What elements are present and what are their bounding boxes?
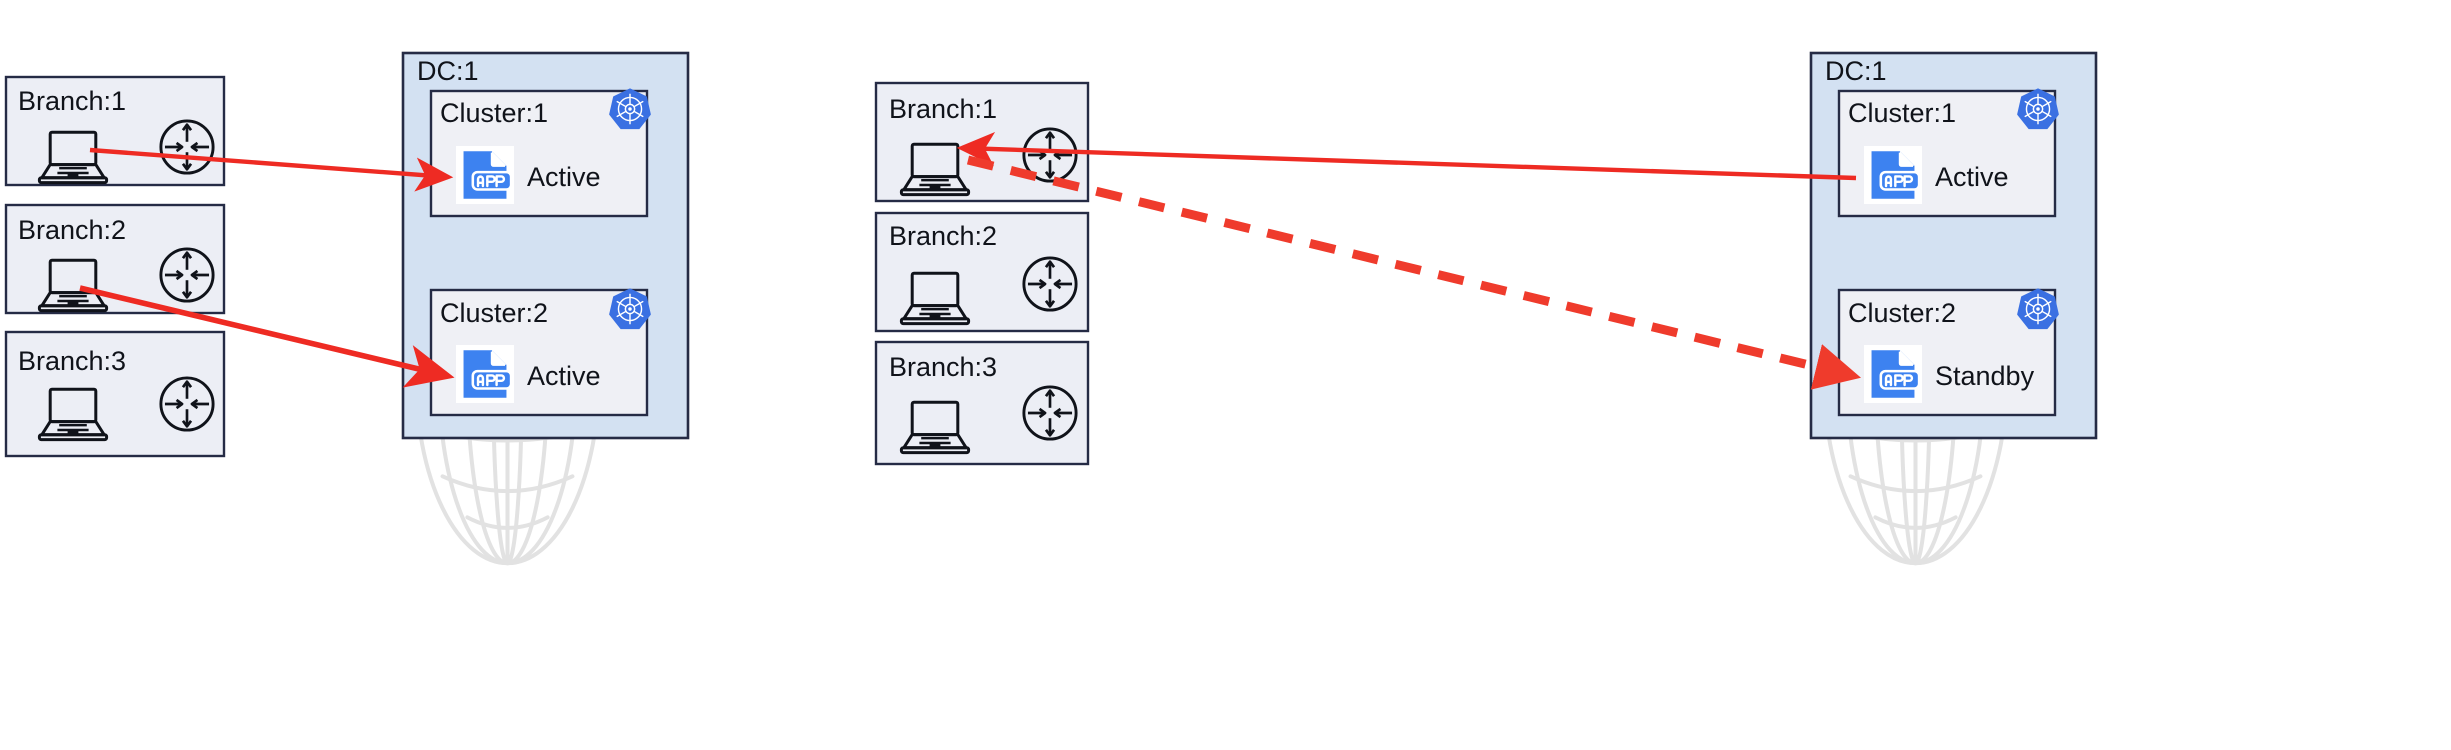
cluster-status: Active (1935, 162, 2009, 192)
connection-branch2-to-cluster2 (79, 285, 455, 388)
connection-cluster1-to-branch1 (956, 131, 1857, 181)
active-standby-panel: DC:1 Cluster:1 Active Cluster:2 (874, 51, 2098, 563)
cluster-label: Cluster:2 (440, 298, 548, 328)
branch-box-left-3[interactable]: Branch:3 (4, 330, 226, 458)
cluster-status: Active (527, 162, 601, 192)
branch-label: Branch:2 (889, 221, 997, 251)
branch-label: Branch:2 (18, 215, 126, 245)
kubernetes-icon (609, 88, 651, 130)
cluster-status: Standby (1935, 361, 2035, 391)
cluster-box-left-1[interactable]: Cluster:1 Active (429, 88, 651, 218)
connection-branch1-to-cluster2 (966, 155, 1861, 390)
app-icon (456, 345, 514, 403)
cluster-box-right-1[interactable]: Cluster:1 Active (1837, 88, 2059, 218)
branch-box-right-3[interactable]: Branch:3 (874, 340, 1090, 466)
cluster-status: Active (527, 361, 601, 391)
app-icon (1864, 146, 1922, 204)
branch-label: Branch:1 (18, 86, 126, 116)
branch-label: Branch:3 (889, 352, 997, 382)
branch-box-left-1[interactable]: Branch:1 (4, 75, 226, 187)
kubernetes-icon (2017, 88, 2059, 130)
connection-branch1-to-cluster1 (89, 147, 454, 192)
app-icon (1864, 345, 1922, 403)
datacenter-label: DC:1 (1825, 56, 1887, 86)
kubernetes-icon (2017, 288, 2059, 330)
branch-label: Branch:3 (18, 346, 126, 376)
cluster-label: Cluster:1 (440, 98, 548, 128)
cluster-label: Cluster:2 (1848, 298, 1956, 328)
datacenter-label: DC:1 (417, 56, 479, 86)
branch-label: Branch:1 (889, 94, 997, 124)
cluster-box-left-2[interactable]: Cluster:2 Active (429, 288, 651, 417)
branch-box-right-2[interactable]: Branch:2 (874, 211, 1090, 333)
cluster-label: Cluster:1 (1848, 98, 1956, 128)
app-icon (456, 146, 514, 204)
branch-box-left-2[interactable]: Branch:2 (4, 203, 226, 315)
kubernetes-icon (609, 288, 651, 330)
cluster-box-right-2[interactable]: Cluster:2 Standby (1837, 288, 2059, 417)
active-active-panel: DC:1 Cluster:1 Active Cluster:2 (4, 51, 690, 563)
